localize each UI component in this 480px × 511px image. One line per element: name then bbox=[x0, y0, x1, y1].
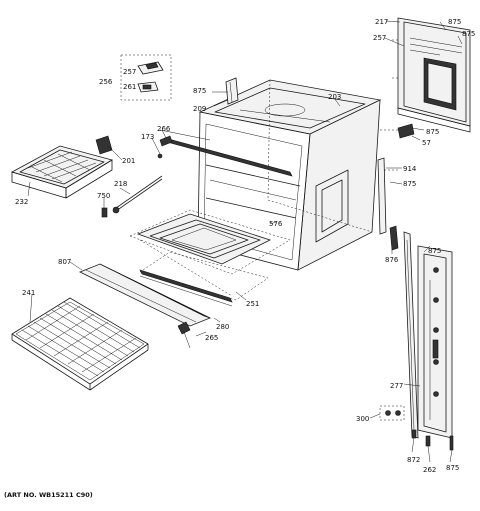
rack-slide-265 bbox=[177, 321, 191, 349]
label-201: 201 bbox=[122, 157, 135, 165]
label-872: 872 bbox=[407, 456, 420, 464]
label-217: 217 bbox=[375, 18, 388, 26]
label-173: 173 bbox=[141, 133, 154, 141]
label-576: 576 bbox=[269, 220, 283, 228]
label-209: 209 bbox=[193, 105, 206, 113]
oven-cavity bbox=[159, 79, 382, 271]
label-257-kit: 257 bbox=[123, 68, 136, 76]
label-876: 876 bbox=[385, 256, 399, 264]
label-300: 300 bbox=[356, 415, 369, 423]
label-203: 203 bbox=[328, 93, 341, 101]
trim-strip-280 bbox=[139, 269, 233, 307]
label-262: 262 bbox=[423, 466, 436, 474]
sensor-218 bbox=[112, 175, 163, 214]
hardware-300 bbox=[379, 405, 405, 421]
part-labels: 217 875 257 875 257 256 261 875 209 203 … bbox=[15, 18, 475, 474]
label-807: 807 bbox=[58, 258, 71, 266]
label-280: 280 bbox=[216, 323, 229, 331]
screw-262 bbox=[425, 435, 431, 447]
broil-pan-232 bbox=[10, 135, 123, 199]
label-265: 265 bbox=[205, 334, 218, 342]
label-257-door: 257 bbox=[373, 34, 386, 42]
label-875-rail: 875 bbox=[428, 247, 441, 255]
screw-173 bbox=[157, 153, 163, 159]
bracket-266 bbox=[159, 135, 173, 147]
art-number: (ART NO. WB15211 C90) bbox=[4, 491, 93, 499]
oven-door-assembly bbox=[392, 17, 471, 133]
part-750 bbox=[101, 207, 108, 218]
control-kit-box bbox=[120, 54, 172, 101]
screw-875-bottom bbox=[449, 435, 454, 451]
label-914: 914 bbox=[403, 165, 417, 173]
label-232: 232 bbox=[15, 198, 28, 206]
screw-872 bbox=[411, 429, 417, 439]
oven-rack-241 bbox=[11, 297, 149, 391]
label-241: 241 bbox=[22, 289, 35, 297]
label-218: 218 bbox=[114, 180, 127, 188]
label-875-trim: 875 bbox=[403, 180, 416, 188]
label-57: 57 bbox=[422, 139, 431, 147]
label-261: 261 bbox=[123, 83, 136, 91]
hinge-876 bbox=[389, 225, 399, 251]
label-256: 256 bbox=[99, 78, 113, 86]
label-875-door-right: 875 bbox=[462, 30, 475, 38]
bake-element-251 bbox=[129, 209, 291, 301]
side-trim-914 bbox=[377, 157, 400, 235]
trim-strip-807 bbox=[79, 263, 211, 327]
label-875-hinge: 875 bbox=[426, 128, 439, 136]
hinge-bracket-57 bbox=[380, 123, 415, 139]
frame-rail-277 bbox=[417, 245, 453, 439]
narrow-strip-875 bbox=[403, 231, 419, 439]
label-277: 277 bbox=[390, 382, 403, 390]
leader-lines bbox=[27, 20, 463, 463]
label-251: 251 bbox=[246, 300, 259, 308]
label-266: 266 bbox=[157, 125, 171, 133]
top-bracket-209 bbox=[225, 77, 239, 105]
label-750: 750 bbox=[97, 192, 110, 200]
label-875-bracket: 875 bbox=[193, 87, 206, 95]
label-875-bottom: 875 bbox=[446, 464, 459, 472]
label-875-door-top: 875 bbox=[448, 18, 461, 26]
